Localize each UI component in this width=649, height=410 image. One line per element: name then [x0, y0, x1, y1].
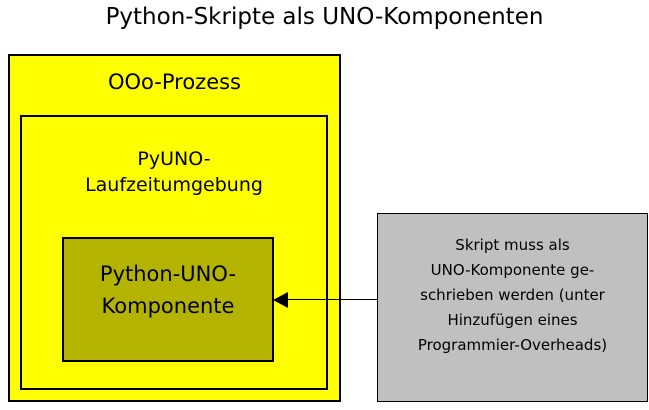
note-text-line5: Programmier-Overheads) — [417, 336, 608, 354]
pyuno-runtime-label-line2: Laufzeitumgebung — [85, 174, 263, 196]
python-uno-component-label: Python-UNO- Komponente — [62, 258, 274, 322]
note-text-line3: schrieben werden (unter — [420, 286, 605, 304]
note-text-line2: UNO-Komponente ge- — [430, 261, 595, 279]
connector-line-icon — [287, 299, 377, 300]
note-text-line4: Hinzufügen eines — [447, 311, 578, 329]
outer-process-label: OOo-Prozess — [107, 70, 241, 94]
page-title: Python-Skripte als UNO-Komponenten — [105, 4, 544, 30]
python-uno-component-label-line1: Python-UNO- — [99, 262, 237, 286]
note-text-line1: Skript muss als — [455, 236, 570, 254]
pyuno-runtime-label-line1: PyUNO- — [137, 148, 211, 170]
pyuno-runtime-label: PyUNO- Laufzeitumgebung — [20, 146, 328, 198]
python-uno-component-label-line2: Komponente — [101, 294, 235, 318]
note-box — [377, 213, 648, 402]
note-text: Skript muss als UNO-Komponente ge- schri… — [377, 233, 648, 358]
arrow-left-icon — [273, 292, 288, 308]
python-uno-component-box — [62, 237, 274, 362]
